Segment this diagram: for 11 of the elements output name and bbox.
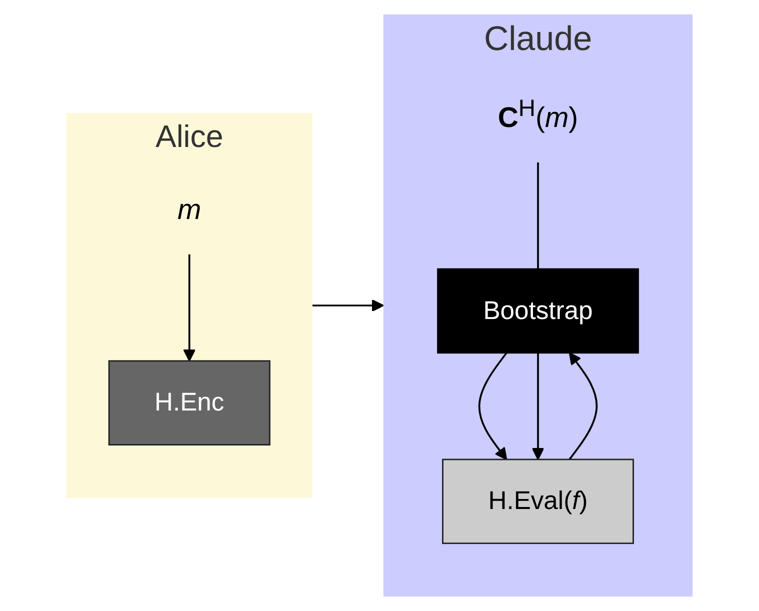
arrow	[532, 352, 544, 460]
node-text: C$^{H}$(m)	[498, 94, 578, 134]
arrow	[183, 254, 196, 362]
node-box: Bootstrap	[437, 268, 639, 354]
connector	[537, 162, 539, 269]
arrow	[312, 299, 384, 312]
node-box: H.Eval(f)	[442, 458, 634, 544]
arrow	[478, 352, 508, 460]
node-box: H.Enc	[108, 360, 270, 446]
arrow	[568, 352, 598, 460]
node-text: m	[178, 194, 202, 226]
